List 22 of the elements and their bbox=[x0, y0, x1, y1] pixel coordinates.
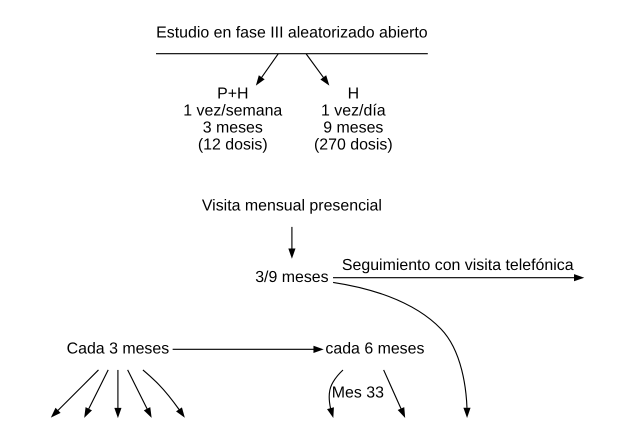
node-text: 3/9 meses bbox=[255, 268, 329, 286]
arrow bbox=[333, 274, 584, 282]
arrow bbox=[327, 370, 344, 418]
arrow bbox=[142, 369, 185, 418]
node-text: cada 6 meses bbox=[325, 340, 424, 358]
node-text: Visita mensual presencial bbox=[202, 197, 382, 214]
arrow bbox=[50, 370, 99, 418]
arrow bbox=[256, 54, 279, 86]
arrow bbox=[288, 226, 296, 259]
edge-label: Seguimiento con visita telefónica bbox=[342, 256, 574, 274]
node-text: H 1 vez/día 9 meses (270 dosis) bbox=[314, 85, 393, 154]
arrow bbox=[127, 370, 152, 418]
node-text: Cada 3 meses bbox=[66, 340, 170, 358]
arrow bbox=[84, 370, 109, 418]
edge-label: Mes 33 bbox=[332, 384, 384, 402]
arrow bbox=[306, 54, 330, 86]
node-text: P+H 1 vez/semana 3 meses (12 dosis) bbox=[183, 85, 282, 154]
arrow bbox=[114, 370, 122, 418]
node-text: Estudio en fase III aleatorizado abierto bbox=[156, 24, 428, 42]
arrow bbox=[172, 346, 324, 353]
arrow bbox=[333, 282, 471, 418]
arrow bbox=[383, 370, 406, 418]
